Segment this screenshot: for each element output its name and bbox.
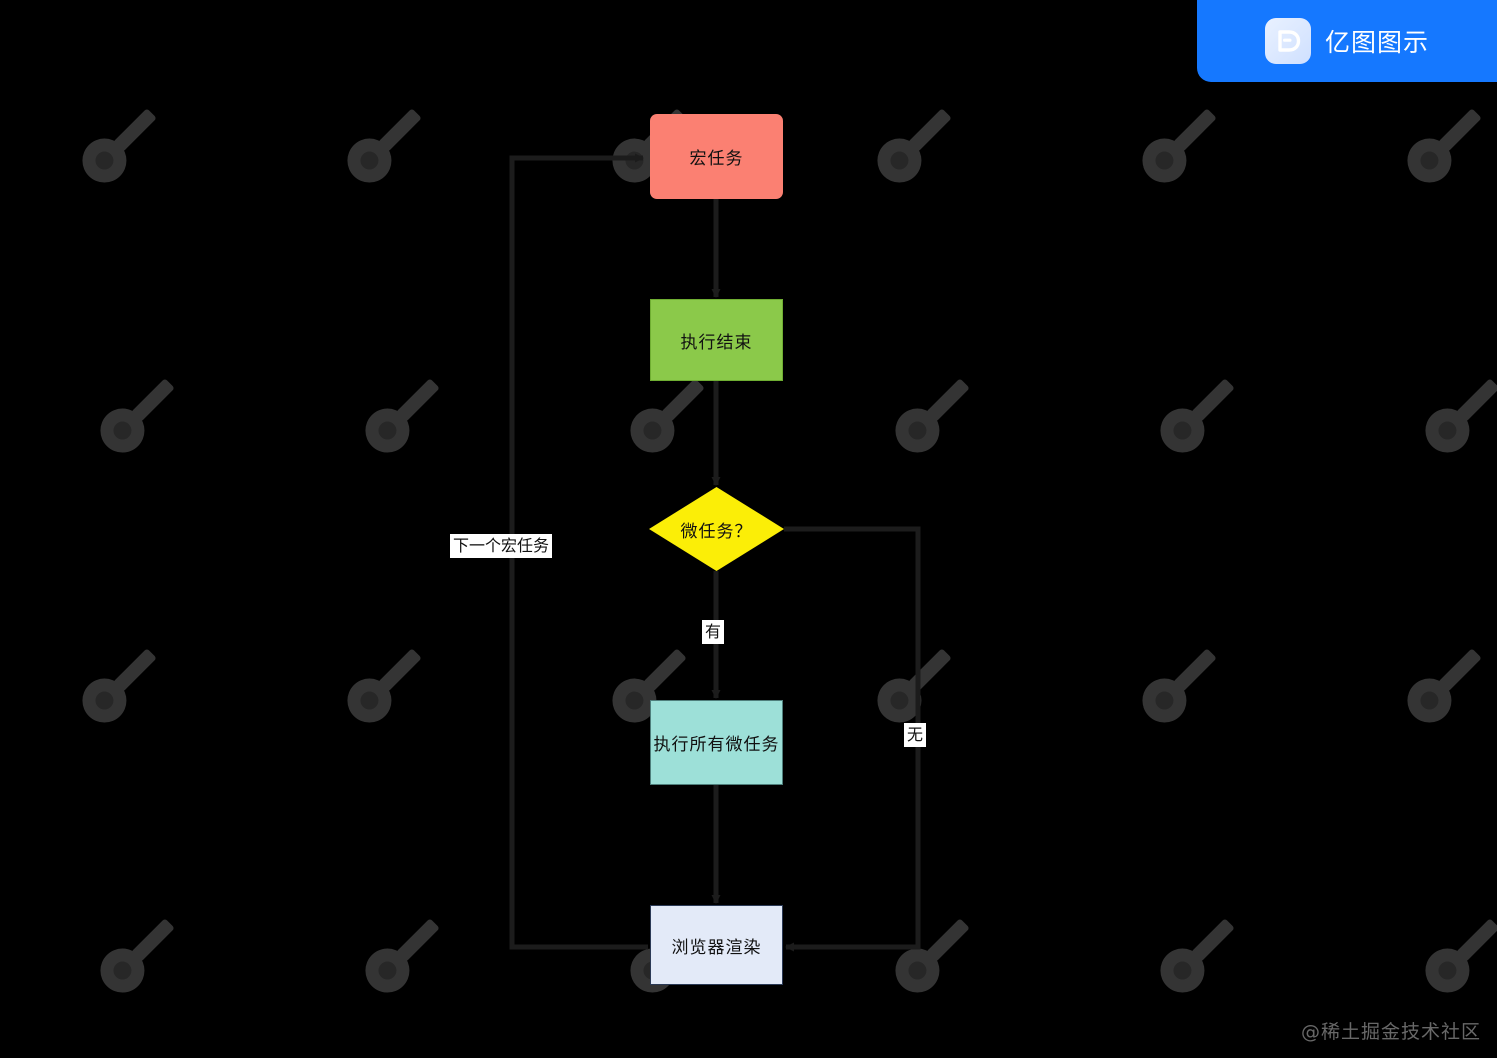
node-browser-render-label: 浏览器渲染 — [671, 937, 762, 958]
edge-label-yes: 有 — [702, 620, 725, 644]
edge-label-no: 无 — [904, 723, 927, 747]
edge-decision-no-to-render — [784, 526, 921, 952]
node-micro-task-decision[interactable]: 微任务？ — [649, 487, 784, 571]
node-macro-task[interactable]: 宏任务 — [650, 114, 783, 199]
node-execution-end-label: 执行结束 — [680, 332, 753, 353]
node-execution-end[interactable]: 执行结束 — [650, 299, 783, 381]
node-browser-render[interactable]: 浏览器渲染 — [650, 905, 783, 985]
node-macro-task-label: 宏任务 — [689, 149, 744, 169]
node-run-all-microtasks[interactable]: 执行所有微任务 — [650, 700, 783, 785]
edge-label-next-macro-task: 下一个宏任务 — [450, 534, 553, 558]
edraw-logo-icon — [1264, 18, 1311, 64]
brand-badge[interactable]: 亿图图示 — [1197, 0, 1497, 82]
corner-watermark-text: @稀土掘金技术社区 — [1300, 1021, 1481, 1043]
node-micro-task-decision-label: 微任务？ — [680, 521, 753, 542]
brand-name: 亿图图示 — [1324, 28, 1429, 57]
node-run-all-microtasks-label: 执行所有微任务 — [653, 735, 780, 755]
